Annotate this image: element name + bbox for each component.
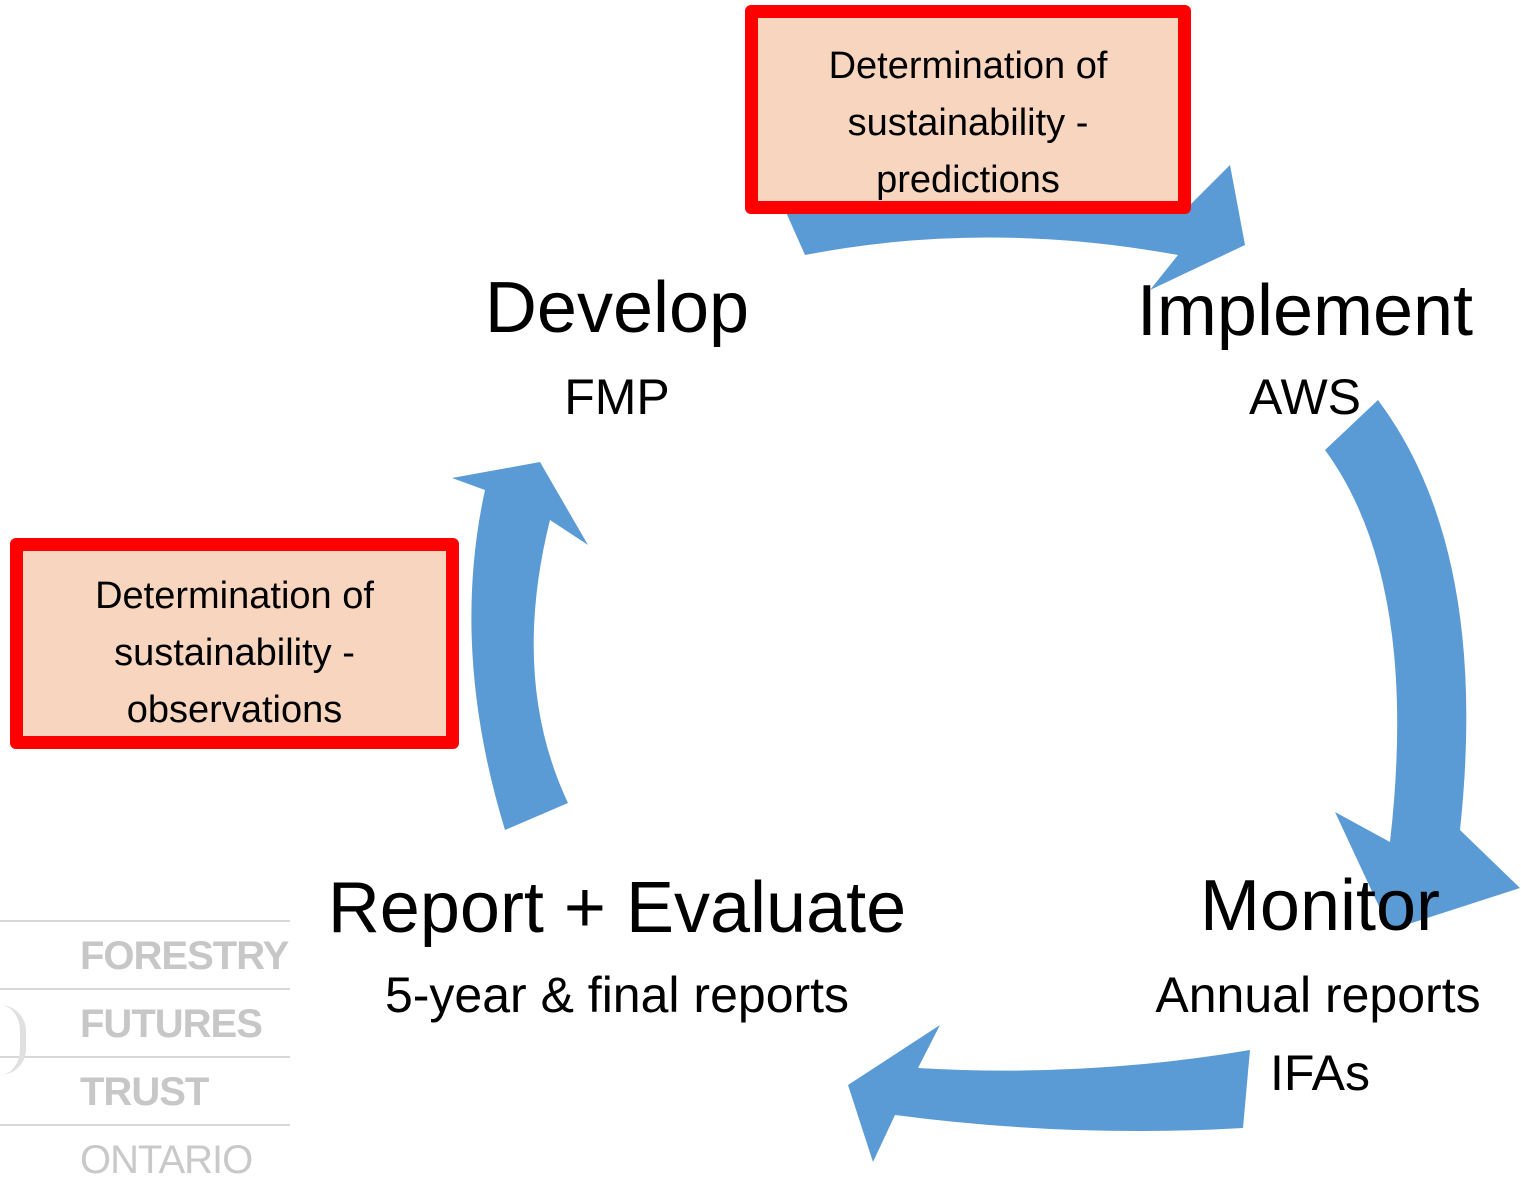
- arrow-implement-to-monitor: [1325, 400, 1520, 930]
- callout-observations-line3: observations: [126, 689, 343, 731]
- stage-monitor-title: Monitor: [1199, 866, 1441, 946]
- stage-report-subtitle: 5-year & final reports: [384, 967, 850, 1023]
- stage-report-title: Report + Evaluate: [327, 868, 907, 948]
- callout-observations: Determination of sustainability - observ…: [10, 538, 459, 749]
- stage-develop-subtitle: FMP: [564, 369, 670, 425]
- logo-leaf-mark: [0, 1005, 26, 1075]
- stage-develop-title: Develop: [484, 268, 750, 348]
- callout-predictions-line1: Determination of: [828, 45, 1108, 87]
- logo-line-forestry: FORESTRY: [0, 920, 290, 988]
- logo-line-ontario: ONTARIO: [0, 1124, 290, 1192]
- forestry-futures-logo: FORESTRY FUTURES TRUST ONTARIO: [0, 920, 290, 1192]
- stage-monitor-subtitle-line2: IFAs: [1269, 1045, 1371, 1101]
- callout-observations-line1: Determination of: [95, 575, 374, 617]
- arrow-monitor-to-report: [848, 1025, 1250, 1162]
- stage-implement-subtitle: AWS: [1248, 369, 1362, 425]
- callout-predictions-line3: predictions: [876, 159, 1060, 201]
- callout-predictions: Determination of sustainability - predic…: [745, 5, 1191, 214]
- stage-implement-title: Implement: [1136, 271, 1474, 351]
- logo-line-trust: TRUST: [0, 1056, 290, 1124]
- arrow-develop-to-implement: [785, 165, 1245, 290]
- arrow-report-to-develop: [452, 462, 588, 830]
- callout-predictions-line2: sustainability -: [847, 102, 1089, 144]
- callout-observations-line2: sustainability -: [114, 632, 355, 674]
- logo-line-futures: FUTURES: [0, 988, 290, 1056]
- stage-monitor-subtitle-line1: Annual reports: [1155, 967, 1481, 1023]
